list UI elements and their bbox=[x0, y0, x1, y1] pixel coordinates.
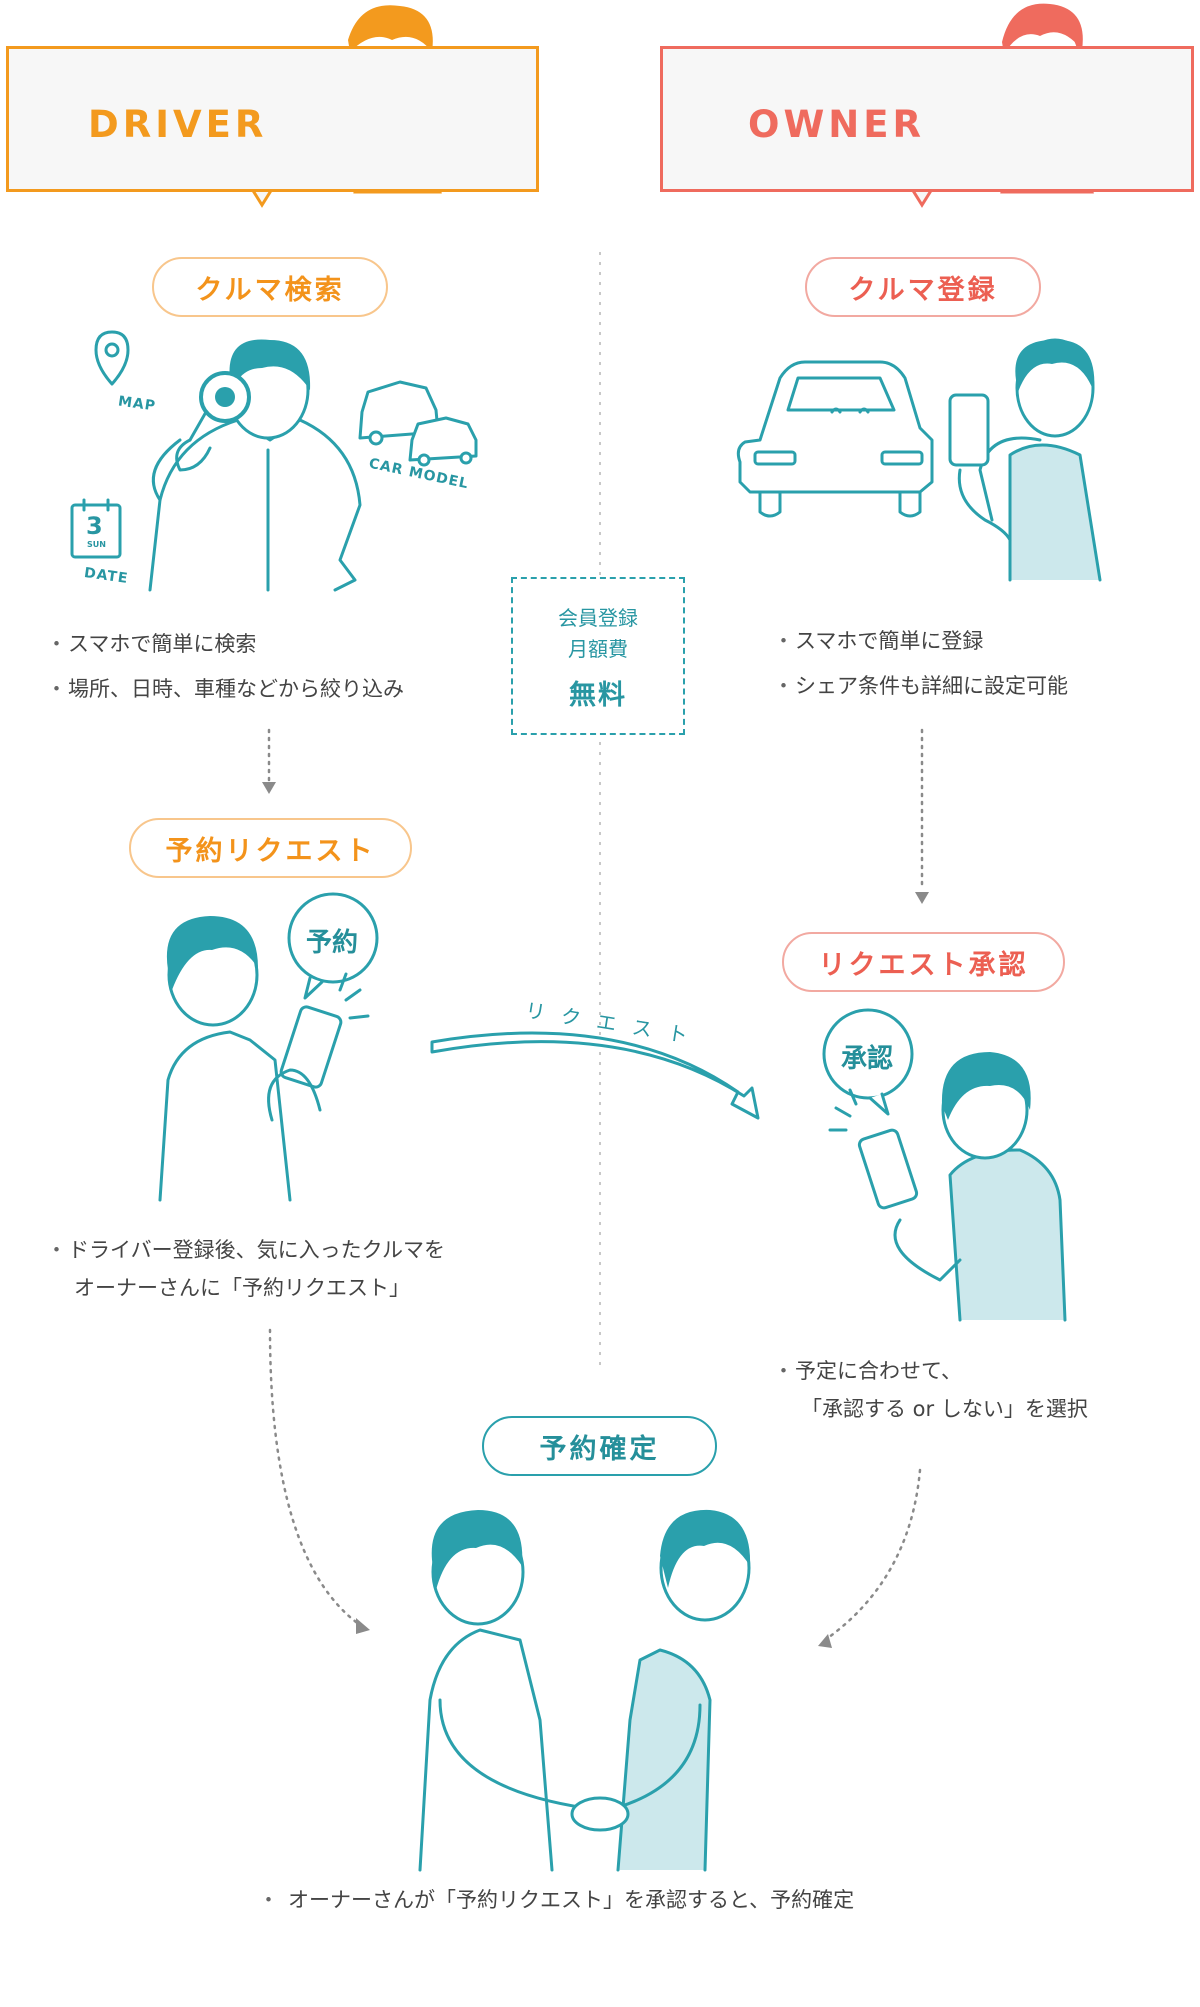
driver-step-request-label: 予約リクエスト bbox=[129, 818, 412, 878]
speech-bubble bbox=[822, 1008, 914, 1100]
request-arrow bbox=[430, 1031, 760, 1120]
phone-icon bbox=[857, 1128, 919, 1210]
membership-line2: 月額費 bbox=[568, 637, 628, 661]
driver-flow-arrow-2 bbox=[268, 1328, 362, 1627]
driver-header-box bbox=[6, 46, 539, 192]
calendar-icon bbox=[70, 503, 122, 559]
driver-search-illustration bbox=[70, 330, 478, 592]
driver-step-search-label: クルマ検索 bbox=[152, 257, 388, 317]
owner-header-box bbox=[660, 46, 1194, 192]
driver-request-illustration bbox=[158, 892, 379, 1202]
reserve-bubble-text: 予約 bbox=[306, 928, 359, 958]
map-pin-icon bbox=[94, 330, 130, 386]
handshake-illustration bbox=[418, 1509, 751, 1872]
car-icon bbox=[736, 360, 934, 494]
owner-register-illustration bbox=[736, 338, 1102, 582]
owner-flow-arrow-2 bbox=[823, 1468, 922, 1642]
owner-approve-illustration bbox=[822, 1008, 1067, 1322]
flow-arrowheads bbox=[262, 782, 929, 1648]
driver-title: DRIVER bbox=[88, 103, 268, 146]
phone-icon bbox=[279, 1005, 343, 1089]
phone-icon bbox=[948, 393, 990, 467]
final-bullet: ・オーナーさんが「予約リクエスト」を承認すると、予約確定 bbox=[258, 1888, 855, 1912]
owner-step1-bullet-2: ・シェア条件も詳細に設定可能 bbox=[773, 674, 1068, 698]
owner-title: OWNER bbox=[748, 103, 925, 146]
membership-line1: 会員登録 bbox=[558, 606, 638, 630]
calendar-day: 3 bbox=[86, 512, 103, 540]
owner-step1-bullet-1: ・スマホで簡単に登録 bbox=[773, 629, 984, 653]
final-step-confirm-label: 予約確定 bbox=[482, 1416, 717, 1476]
driver-step1-bullet-1: ・スマホで簡単に検索 bbox=[46, 632, 257, 656]
owner-step-register-label: クルマ登録 bbox=[805, 257, 1041, 317]
owner-step-approve-label: リクエスト承認 bbox=[782, 932, 1065, 992]
membership-fee-box: 会員登録 月額費 無料 bbox=[511, 577, 685, 735]
calendar-weekday: SUN bbox=[87, 540, 106, 549]
speech-bubble bbox=[287, 892, 379, 984]
owner-step2-bullet: ・予定に合わせて、 「承認する or しない」を選択 bbox=[773, 1359, 1088, 1421]
membership-price: 無料 bbox=[569, 680, 627, 711]
driver-step1-bullet-2: ・場所、日時、車種などから絞り込み bbox=[46, 677, 404, 701]
driver-step2-bullet: ・ドライバー登録後、気に入ったクルマを オーナーさんに「予約リクエスト」 bbox=[46, 1238, 445, 1300]
approve-bubble-text: 承認 bbox=[841, 1044, 894, 1074]
